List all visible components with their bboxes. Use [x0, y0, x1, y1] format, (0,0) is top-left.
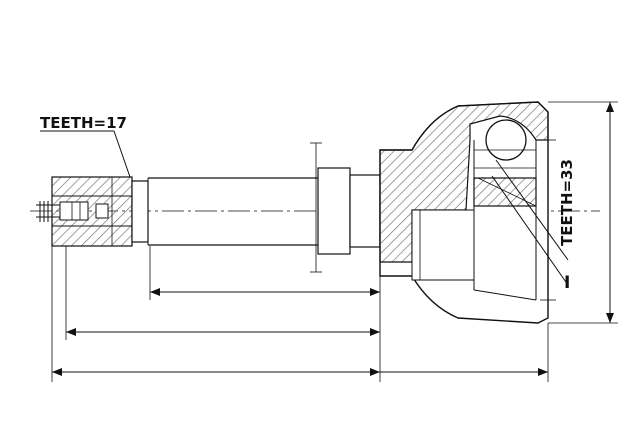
ball-cage [473, 119, 537, 207]
dimension-lengths [51, 246, 549, 382]
label-teeth-right: TEETH=33 [558, 159, 576, 246]
dimension-diameter [548, 101, 618, 324]
spline-end-left [51, 176, 149, 247]
dimension-spline-right [540, 139, 556, 301]
threaded-stub [36, 201, 109, 222]
label-marker: I [564, 273, 570, 293]
label-teeth-left: TEETH=17 [40, 114, 127, 132]
shaft-shoulder [310, 142, 381, 273]
leader-lines [40, 130, 569, 286]
shaft [147, 177, 318, 246]
